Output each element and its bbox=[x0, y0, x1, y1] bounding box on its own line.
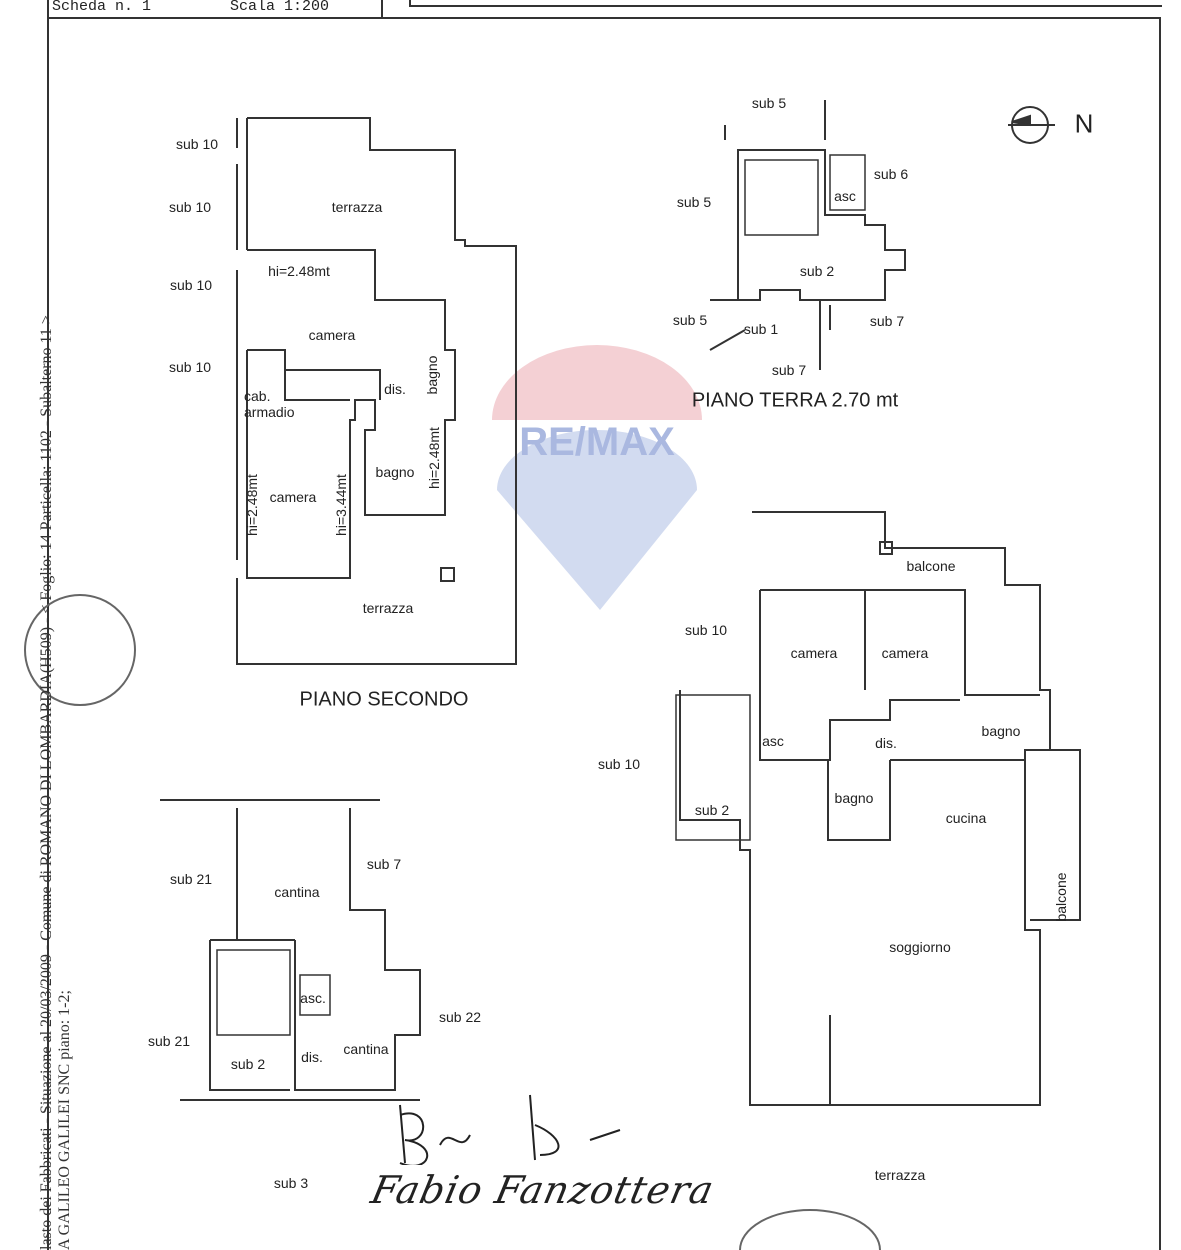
label-sub: sub 2 bbox=[799, 263, 835, 279]
handwritten-signature-upper bbox=[399, 1094, 621, 1165]
scheda-number: Scheda n. 1 bbox=[52, 0, 152, 15]
label-sub: sub 7 bbox=[366, 856, 402, 872]
label-room: dis. bbox=[875, 735, 897, 751]
label-sub: sub 3 bbox=[273, 1175, 309, 1191]
plan-piano-secondo bbox=[236, 117, 517, 665]
label-sub: sub 5 bbox=[676, 194, 712, 210]
label-room: bagno bbox=[834, 790, 874, 806]
label-height: hi=3.44mt bbox=[333, 474, 349, 536]
label-room: cantina bbox=[343, 1041, 389, 1057]
label-sub: sub 7 bbox=[771, 362, 807, 378]
label-sub: sub 10 bbox=[168, 199, 212, 215]
label-room: cucina bbox=[945, 810, 987, 826]
label-sub: sub 10 bbox=[175, 136, 219, 152]
label-sub: sub 10 bbox=[597, 756, 641, 772]
label-sub: sub 10 bbox=[168, 359, 212, 375]
label-height: hi=2.48mt bbox=[268, 263, 330, 279]
label-sub: sub 6 bbox=[873, 166, 909, 182]
label-room: camera bbox=[269, 489, 317, 505]
north-arrow-icon bbox=[1008, 106, 1055, 144]
handwritten-signature: Fabio Fanzottera bbox=[367, 1168, 719, 1212]
cadastral-side-text-2: A GALILEO GALILEI SNC piano: 1-2; bbox=[56, 990, 73, 1250]
label-room: terrazza bbox=[331, 199, 383, 215]
label-room: bagno bbox=[424, 355, 440, 395]
label-sub: sub 1 bbox=[743, 321, 779, 337]
north-label: N bbox=[1074, 108, 1094, 139]
label-room: camera bbox=[881, 645, 929, 661]
label-room: asc bbox=[834, 188, 856, 204]
plan-title: PIANO TERRA 2.70 mt bbox=[691, 389, 899, 412]
label-room: asc bbox=[762, 733, 784, 749]
cadastral-side-text-1: lasto dei Fabbricati - Situazione al 20/… bbox=[38, 315, 55, 1250]
label-sub: sub 10 bbox=[169, 277, 213, 293]
label-height: hi=2.48mt bbox=[244, 474, 260, 536]
label-room: bagno bbox=[375, 464, 415, 480]
label-sub: sub 10 bbox=[684, 622, 728, 638]
plan-piano-terra bbox=[709, 100, 906, 370]
label-room: camera bbox=[790, 645, 838, 661]
label-sub: sub 7 bbox=[869, 313, 905, 329]
label-room: bagno bbox=[981, 723, 1021, 739]
label-room: cab. armadio bbox=[244, 388, 295, 420]
plan-cantina bbox=[160, 799, 421, 1101]
label-room: terrazza bbox=[362, 600, 414, 616]
svg-text:RE/MAX: RE/MAX bbox=[519, 420, 675, 464]
label-sub: sub 2 bbox=[694, 802, 730, 818]
notary-stamp-bottom bbox=[739, 1209, 881, 1250]
label-room: balcone bbox=[906, 558, 956, 574]
plan-piano-primo bbox=[675, 511, 1081, 1106]
label-room: balcone bbox=[1053, 872, 1069, 922]
notary-stamp bbox=[24, 594, 136, 706]
label-room: asc. bbox=[300, 990, 326, 1006]
label-sub: sub 21 bbox=[169, 871, 213, 887]
label-sub: sub 5 bbox=[672, 312, 708, 328]
label-room: camera bbox=[308, 327, 356, 343]
label-sub: sub 21 bbox=[147, 1033, 191, 1049]
scale: Scala 1:200 bbox=[230, 0, 330, 15]
label-sub: sub 2 bbox=[230, 1056, 266, 1072]
label-sub: sub 22 bbox=[438, 1009, 482, 1025]
remax-watermark: RE/MAX bbox=[492, 345, 702, 610]
label-room: soggiorno bbox=[889, 939, 951, 955]
plan-title: PIANO SECONDO bbox=[299, 688, 469, 711]
label-room: terrazza bbox=[874, 1167, 926, 1183]
label-room: dis. bbox=[301, 1049, 323, 1065]
label-sub: sub 5 bbox=[751, 95, 787, 111]
label-height: hi=2.48mt bbox=[426, 427, 442, 489]
label-room: cantina bbox=[274, 884, 320, 900]
label-room: dis. bbox=[384, 381, 406, 397]
